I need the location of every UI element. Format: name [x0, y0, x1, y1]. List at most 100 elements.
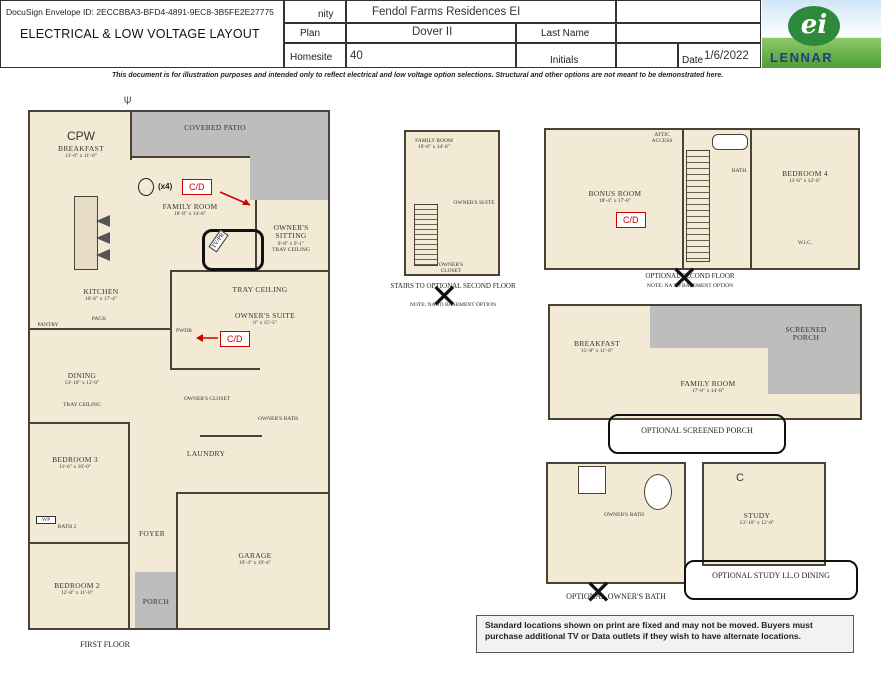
room-pwdr: PWDR [170, 328, 198, 334]
wall [30, 542, 128, 544]
room-dim: 18'-8" x 14'-8" [173, 211, 207, 218]
disclaimer: This document is for illustration purpos… [112, 72, 724, 79]
tv-icon [96, 215, 110, 227]
tray-ceiling-suite: TRAY CEILING [210, 285, 310, 294]
room-dim: 17'-8" x 14'-8" [691, 388, 725, 395]
wall [176, 492, 328, 494]
cpw-label: CPW [56, 129, 106, 143]
study-outline [702, 462, 826, 566]
room-dim: 11'-6" x 12'-6" [789, 178, 821, 185]
room-note: TRAY CEILING [232, 285, 288, 294]
room-laundry: LAUNDRY [186, 449, 226, 458]
room-name: PANTRY [37, 322, 59, 328]
room-name: ATTIC ACCESS [651, 132, 673, 145]
room-name: GARAGE [238, 551, 272, 560]
header-block: DocuSign Envelope ID: 2ECCBBA3-BFD4-4891… [0, 0, 881, 68]
second-floor-note: NOTE: NA TO BASEMENT OPTION [646, 283, 734, 289]
last-name-label: Last Name [541, 28, 590, 39]
room-note: TRAY CEILING [272, 246, 310, 253]
tvpr-highlight [202, 229, 264, 271]
room-name: BEDROOM 4 [782, 169, 828, 178]
room-name: BREAKFAST [58, 144, 104, 153]
room-name: FAMILY ROOM [680, 379, 736, 388]
stairs-note: NOTE: NA TO BASEMENT OPTION [409, 302, 497, 308]
second-floor-caption: OPTIONAL SECOND FLOOR [645, 272, 735, 280]
room-porch: PORCH [138, 597, 174, 606]
covered-patio-area [132, 112, 328, 156]
room-dim: 18'-4" x 17'-8" [598, 198, 632, 205]
screened-porch-area-side [768, 348, 860, 394]
wall [682, 130, 684, 268]
plan-value: Dover II [412, 26, 453, 38]
x-mark-icon: ✕ [584, 573, 613, 613]
room-name: PORCH [142, 597, 170, 606]
stairs-caption: STAIRS TO OPTIONAL SECOND FLOOR [390, 282, 516, 290]
homesite-value-cell [346, 43, 516, 68]
room-name: PACK [91, 316, 107, 322]
date-cell [678, 43, 761, 68]
cpw-text: CPW [67, 129, 95, 143]
porch-area [135, 572, 177, 628]
room-covered-patio: COVERED PATIO [180, 123, 250, 132]
room-name: BONUS ROOM [588, 189, 642, 198]
initials-label: Initials [550, 55, 579, 66]
wall [128, 422, 130, 628]
room-dim: 9'-8" x 9'-1" [277, 240, 305, 247]
stair-treads [414, 204, 438, 266]
screened-porch-caption-oval [608, 414, 786, 454]
room-name: FAMILY ROOM [162, 202, 218, 211]
community-label-cell [284, 0, 346, 23]
room-dim: 13'-10" x 12'-0" [739, 520, 775, 527]
logo-ei-mark: ei [788, 6, 840, 46]
wall [130, 112, 132, 160]
x-mark-icon: ✕ [670, 259, 699, 299]
room-name: BATH 2 [57, 524, 77, 530]
wall [30, 422, 128, 424]
room-name: BREAKFAST [574, 339, 620, 348]
last-name-label-cell [516, 23, 616, 43]
wall [130, 156, 250, 158]
room-dim: 13'-0" x 11'-0" [65, 153, 97, 160]
fan-count: (x4) [158, 182, 173, 191]
homesite-label-cell [284, 43, 346, 68]
room-name: OWNER'S SUITE [453, 200, 495, 206]
stairs-owners-closet: OWNER'S CLOSET [436, 262, 466, 274]
room-name: LAUNDRY [186, 449, 226, 458]
initials-label-cell [516, 43, 616, 68]
date-value: 1/6/2022 [704, 50, 749, 62]
ceiling-fan-icon [138, 178, 154, 196]
community-label: nity [318, 9, 334, 20]
room-name: DINING [67, 371, 97, 380]
envelope-id: DocuSign Envelope ID: 2ECCBBA3-BFD4-4891… [6, 7, 274, 17]
cd-marker-suite: C/D [220, 331, 250, 347]
room-name: PWDR [176, 328, 192, 334]
room-dim: 10'-6" x 17'-4" [84, 296, 118, 303]
room-owners-bath: OWNER'S BATH [258, 416, 298, 422]
arrow-head [196, 334, 203, 342]
room-foyer: FOYER [132, 529, 172, 538]
plan-label-cell [284, 23, 346, 43]
wall [176, 492, 178, 628]
study-caption: OPTIONAL STUDY I.L.O DINING [712, 571, 830, 580]
room-owners-bath-opt: OWNER'S BATH [602, 512, 646, 518]
cd-marker-family: C/D [182, 179, 212, 195]
blank-cell [616, 0, 761, 23]
community-value: Fendol Farms Residences EI [372, 6, 521, 18]
screened-porch-caption: OPTIONAL SCREENED PORCH [641, 426, 753, 435]
room-wic: W.I.C. [790, 240, 820, 246]
room-name: OWNER'S CLOSET [438, 262, 464, 275]
room-bath2: BATH 2 [52, 524, 82, 530]
x-mark-icon: ✕ [430, 277, 459, 317]
